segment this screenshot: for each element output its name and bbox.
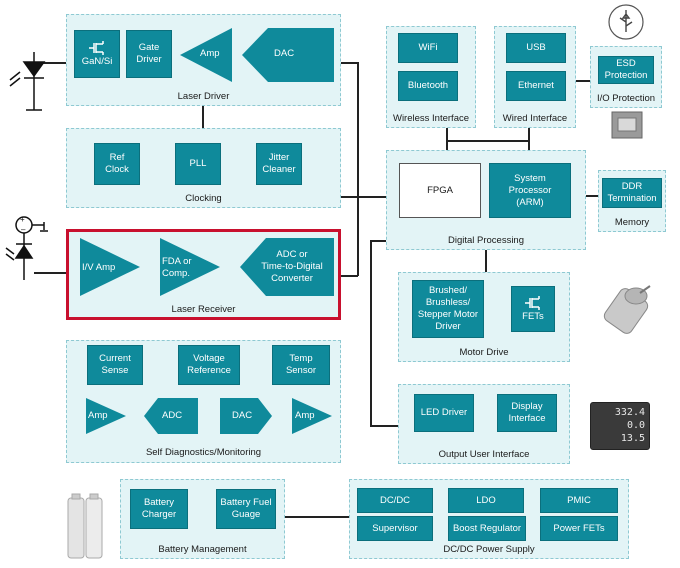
group-label: Laser Receiver [171,304,236,315]
group-label: I/O Protection [596,93,656,104]
ethernet-port-icon [611,111,643,139]
gate-driver-block[interactable]: Gate Driver [126,30,172,78]
lcd-line: 13.5 [620,433,645,444]
svg-text:+: + [20,215,25,224]
group-label: Clocking [185,193,222,204]
temp-sensor-block[interactable]: Temp Sensor [272,345,330,385]
wire [34,62,66,64]
system-processor-block[interactable]: System Processor (ARM) [489,163,571,218]
wire [357,62,359,276]
group-label: Self Diagnostics/Monitoring [145,447,262,458]
voltage-reference-block[interactable]: Voltage Reference [178,345,240,385]
ddr-termination-block[interactable]: DDR Termination [602,178,662,208]
fda-label: FDA or Comp. [162,256,192,279]
ref-clock-block[interactable]: Ref Clock [94,143,140,185]
lcd-line: 332.4 [614,407,645,418]
wire [485,250,487,272]
usb-block[interactable]: USB [506,33,566,63]
fpga-block[interactable]: FPGA [399,163,481,218]
wire [285,516,349,518]
dac-label: DAC [274,48,295,59]
adc-tdc-label: ADC or Time-to-Digital Converter [261,249,323,284]
group-label: Digital Processing [447,235,525,246]
fets-block[interactable]: FETs [511,286,555,332]
transistor-icon [525,296,540,310]
group-label: Battery Management [158,544,247,555]
boost-regulator-block[interactable]: Boost Regulator [448,516,526,541]
gan-si-label: GaN/Si [81,56,113,67]
wire [340,62,358,64]
lcd-line: 0.0 [626,420,645,431]
wire [202,106,204,128]
wire [446,128,448,150]
wire [340,196,386,198]
esd-protection-block[interactable]: ESD Protection [598,56,654,84]
svg-text:–: – [21,225,26,234]
display-interface-block[interactable]: Display Interface [497,394,557,432]
wire [34,272,66,274]
ethernet-block[interactable]: Ethernet [506,71,566,101]
wire [340,275,358,277]
gan-si-block[interactable]: GaN/Si [74,30,120,78]
jitter-cleaner-block[interactable]: Jitter Cleaner [256,143,302,185]
wire [576,80,590,82]
wire [370,240,372,426]
group-label: Wireless Interface [392,113,470,124]
amp-label: Amp [88,410,108,421]
supervisor-block[interactable]: Supervisor [357,516,433,541]
battery-icon [67,493,103,559]
ldo-block[interactable]: LDO [448,488,524,513]
pmic-block[interactable]: PMIC [540,488,618,513]
transistor-icon [89,41,104,55]
motor-icon [603,285,651,334]
group-label: Motor Drive [459,347,509,358]
wire [370,240,386,242]
wire [586,195,598,197]
iv-amp-label: I/V Amp [82,262,116,273]
battery-fuel-gauge-block[interactable]: Battery Fuel Guage [216,489,276,529]
wire [446,140,529,142]
group-label: Memory [614,217,650,228]
wire [370,425,398,427]
group-label: DC/DC Power Supply [443,544,535,555]
photodiode-icon: + – [5,215,48,280]
power-fets-block[interactable]: Power FETs [540,516,618,541]
fets-label: FETs [522,311,544,322]
amp-label: Amp [295,410,315,421]
dac-label: DAC [232,410,253,421]
pll-block[interactable]: PLL [175,143,221,185]
bluetooth-block[interactable]: Bluetooth [398,71,458,101]
motor-driver-block[interactable]: Brushed/ Brushless/ Stepper Motor Driver [412,280,484,338]
laser-diode-icon [9,52,46,111]
led-driver-block[interactable]: LED Driver [414,394,474,432]
amp-label: Amp [200,48,220,59]
wifi-block[interactable]: WiFi [398,33,458,63]
usb-icon [608,4,644,40]
wire [528,128,530,150]
group-label: Output User Interface [438,449,530,460]
group-label: Wired Interface [502,113,568,124]
current-sense-block[interactable]: Current Sense [87,345,143,385]
lcd-display-icon: 332.4 0.0 13.5 [590,402,650,450]
battery-charger-block[interactable]: Battery Charger [130,489,188,529]
dcdc-block[interactable]: DC/DC [357,488,433,513]
adc-label: ADC [162,410,183,421]
group-label: Laser Driver [177,91,230,102]
